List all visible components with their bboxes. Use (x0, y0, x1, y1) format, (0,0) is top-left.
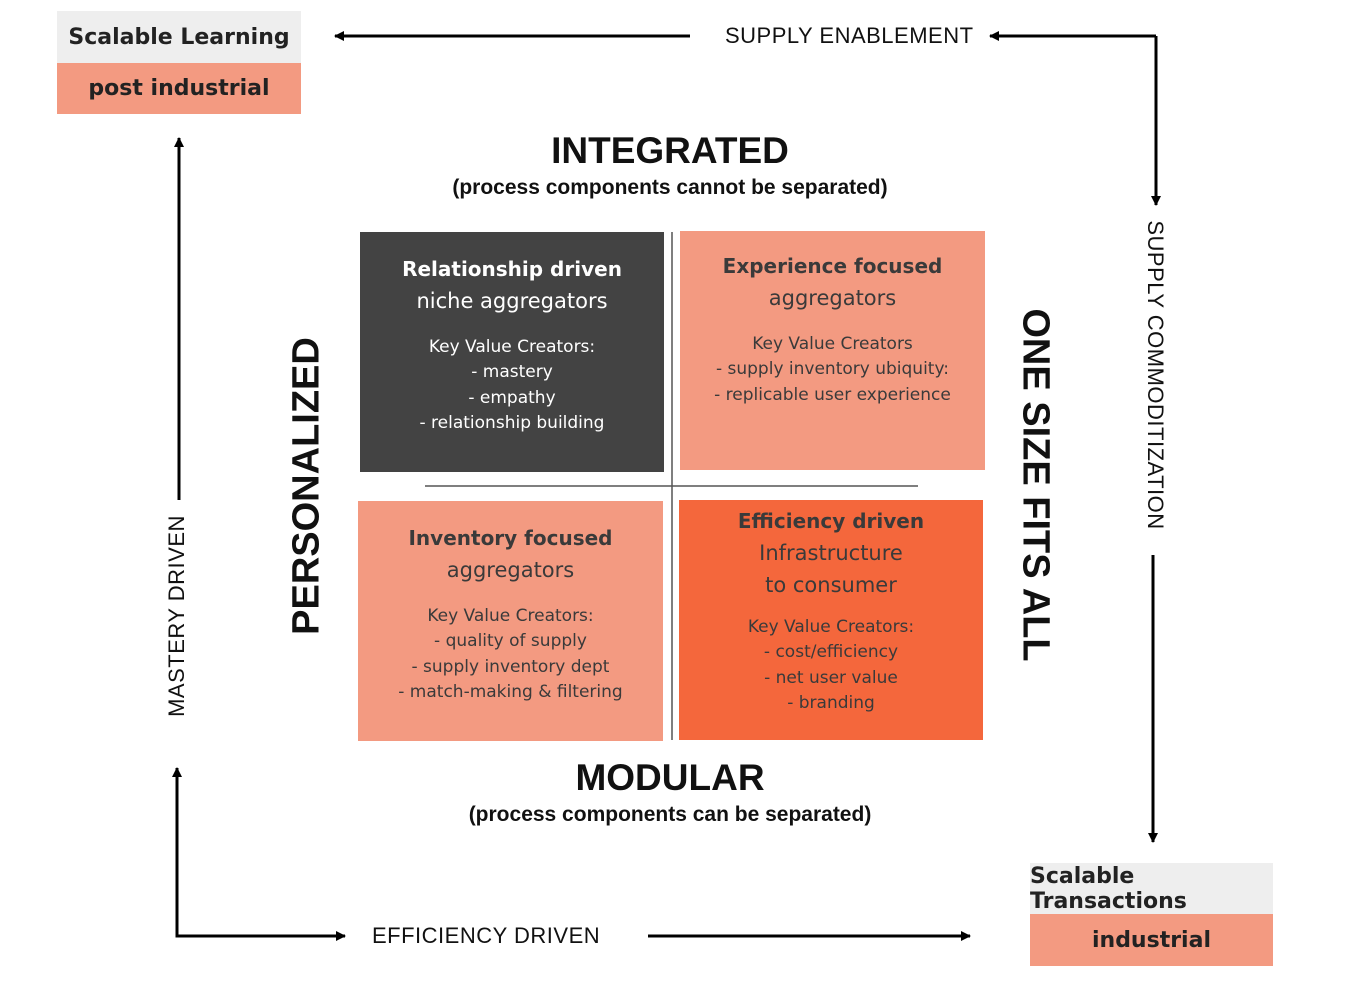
axis-one-size-title: ONE SIZE FITS ALL (1014, 308, 1057, 662)
quadrant-title: Efficiency driven (737, 509, 925, 533)
key-value-item: - supply inventory dept (411, 656, 610, 677)
quadrant-title: Inventory focused (408, 526, 613, 550)
key-value-item: - branding (787, 693, 875, 713)
quadrant-subtitle: aggregators (768, 286, 897, 310)
axis-modular-title: MODULAR (575, 757, 765, 798)
key-value-creators-label: Key Value Creators: (427, 606, 594, 626)
quadrant-title: Relationship driven (402, 257, 622, 281)
key-value-item: - quality of supply (434, 631, 587, 651)
quadrant-title: Experience focused (722, 254, 943, 278)
quadrant-inventory-focused: Inventory focused aggregators Key Value … (358, 501, 663, 741)
key-value-item: - cost/efficiency (763, 642, 899, 662)
flow-label-top: SUPPLY ENABLEMENT (725, 23, 974, 48)
key-value-item: - empathy (468, 387, 556, 408)
key-value-item: - supply inventory ubiquity: (715, 359, 950, 379)
corner-title: Scalable Transactions (1030, 863, 1273, 914)
quadrant-relationship-driven: Relationship driven niche aggregators Ke… (360, 232, 664, 472)
quadrant-efficiency-driven: Efficiency driven Infrastructure to cons… (679, 500, 983, 740)
corner-title: Scalable Learning (57, 11, 301, 63)
key-value-item: - relationship building (419, 413, 605, 433)
axis-modular-subtitle: (process components can be separated) (468, 803, 872, 826)
corner-subtitle: industrial (1030, 914, 1273, 966)
key-value-item: - replicable user experience (714, 384, 951, 405)
arrow-efficiency-elbow (175, 830, 346, 941)
quadrant-subtitle: Infrastructure (759, 541, 903, 565)
quadrant-subtitle: to consumer (765, 573, 897, 597)
key-value-item: - net user value (764, 667, 898, 688)
key-value-creators-label: Key Value Creators: (428, 337, 596, 357)
quadrant-subtitle: aggregators (446, 558, 575, 582)
key-value-item: - match-making & filtering (398, 682, 623, 702)
corner-scalable-transactions: Scalable Transactions industrial (1030, 863, 1273, 966)
key-value-creators-label: Key Value Creators (752, 334, 913, 354)
flow-label-bottom: EFFICIENCY DRIVEN (372, 923, 601, 948)
axis-integrated-title: INTEGRATED (551, 130, 789, 171)
flow-label-right: SUPPLY COMMODITIZATION (1143, 220, 1168, 530)
key-value-creators-label: Key Value Creators: (747, 617, 915, 637)
key-value-item: - mastery (471, 362, 553, 382)
quadrant-experience-focused: Experience focused aggregators Key Value… (680, 231, 985, 470)
flow-label-left: MASTERY DRIVEN (164, 515, 189, 717)
axis-integrated-subtitle: (process components cannot be separated) (452, 176, 888, 199)
corner-scalable-learning: Scalable Learning post industrial (57, 11, 301, 114)
axis-personalized-title: PERSONALIZED (285, 337, 328, 635)
corner-subtitle: post industrial (57, 63, 301, 114)
quadrant-subtitle: niche aggregators (416, 289, 608, 313)
